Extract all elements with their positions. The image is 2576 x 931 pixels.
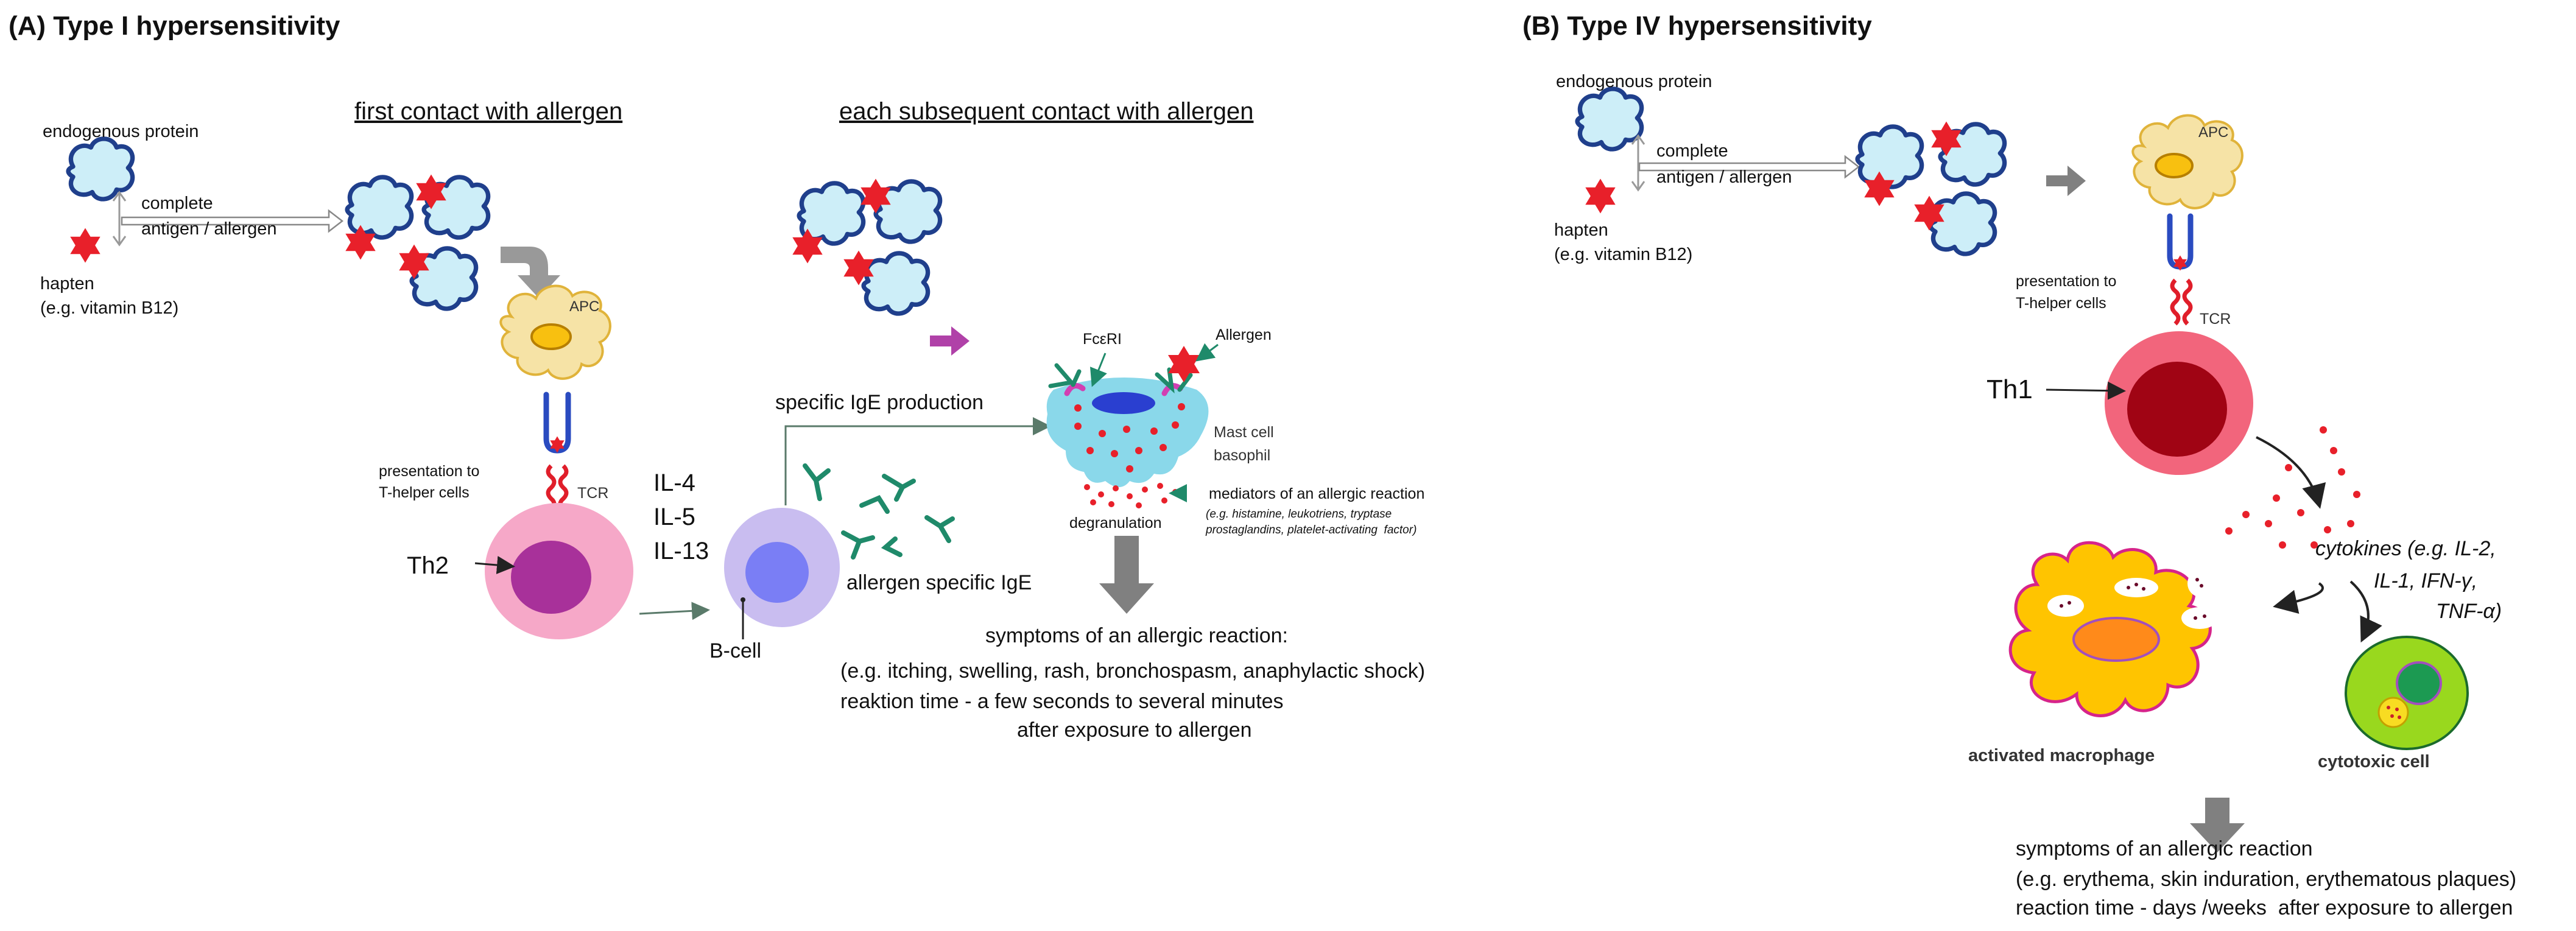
th1-label: Th1 <box>1987 374 2033 404</box>
mast-cell-icon <box>1046 346 1209 508</box>
complete-antigen-b-icon <box>1857 121 2004 254</box>
antigen-allergen-label: antigen / allergen <box>141 219 277 239</box>
ige-production-arrow <box>784 417 1051 505</box>
apc-label: APC <box>569 298 600 315</box>
antigen-allergen-b-label: antigen / allergen <box>1656 167 1792 187</box>
heading-subsequent-contact: each subsequent contact with allergen <box>839 98 1254 125</box>
complete-b-label: complete <box>1656 141 1728 161</box>
cytokines-label-2: IL-1, IFN-γ, <box>2374 569 2478 592</box>
purple-arrow-icon <box>930 326 970 356</box>
grey-curved-arrow-icon <box>501 247 560 298</box>
th1-pointer-line <box>2046 381 2126 400</box>
allergen-label: Allergen <box>1216 326 1272 343</box>
cytotoxic-cell-icon <box>2345 636 2469 750</box>
tcr-label: TCR <box>577 485 609 502</box>
specific-ige-production-label: specific IgE production <box>775 391 984 414</box>
mediators-label: mediators of an allergic reaction <box>1209 485 1425 502</box>
th2-label: Th2 <box>407 552 449 579</box>
panel-b-title: (B) Type IV hypersensitivity <box>1522 11 1872 41</box>
grey-down-arrow-a-icon <box>1099 536 1154 614</box>
symptoms-a-title: symptoms of an allergic reaction: <box>985 624 1288 647</box>
tcr-icon <box>546 464 569 511</box>
endogenous-protein-label: endogenous protein <box>43 122 199 141</box>
th1-to-cytokines-arrow <box>2256 436 2326 509</box>
degranulation-label: degranulation <box>1069 515 1162 532</box>
cytokines-to-cytotoxic-arrow <box>2349 580 2382 643</box>
reaction-time-a: reaktion time - a few seconds to several… <box>840 690 1284 713</box>
reaction-time-b: reaction time - days /weeks after exposu… <box>2016 896 2513 919</box>
apc-cell-b-icon <box>2131 114 2243 209</box>
endogenous-protein-b-label: endogenous protein <box>1556 72 1712 91</box>
symptoms-b-examples: (e.g. erythema, skin induration, erythem… <box>2016 868 2517 891</box>
hapten-b-label: hapten <box>1554 220 1608 240</box>
ige-antibodies-icon <box>803 463 955 560</box>
th1-cell-icon <box>2105 331 2253 475</box>
hapten-example-b-label: (e.g. vitamin B12) <box>1554 245 1693 264</box>
presentation-b-label-2: T-helper cells <box>2016 295 2106 312</box>
grey-down-arrow-b-icon <box>2190 798 2245 852</box>
allergen-specific-ige-label: allergen specific IgE <box>846 571 1032 594</box>
presentation-b-label-1: presentation to <box>2016 273 2117 290</box>
th2-to-bcell-arrow <box>639 602 710 620</box>
subsequent-antigen-icon <box>792 178 940 314</box>
th2-pointer-line <box>474 556 515 574</box>
mediators-example-2: prostaglandins, platelet-activating fact… <box>1206 524 1417 536</box>
th2-cell-icon <box>485 503 633 639</box>
hollow-arrow-b-icon <box>1638 155 1860 179</box>
fceri-pointer <box>1089 353 1107 387</box>
apc-receptor-icon <box>543 392 571 454</box>
heading-first-contact: first contact with allergen <box>354 98 623 125</box>
presentation-label-2: T-helper cells <box>379 484 470 501</box>
tcr-b-label: TCR <box>2200 311 2231 328</box>
macrophage-icon <box>2008 541 2220 717</box>
hapten-label: hapten <box>40 274 94 293</box>
hollow-arrow-icon <box>121 209 344 233</box>
endogenous-protein-icon <box>68 139 132 199</box>
cytokine-particles-icon <box>2225 426 2360 549</box>
symptoms-b-title: symptoms of an allergic reaction <box>2016 837 2313 860</box>
presentation-label-1: presentation to <box>379 463 480 480</box>
vertical-double-arrow-icon <box>112 191 127 247</box>
tcr-b-icon <box>2170 278 2193 326</box>
mast-cell-label: Mast cell <box>1214 424 1274 441</box>
il13-label: IL-13 <box>653 538 709 564</box>
il4-label: IL-4 <box>653 469 695 496</box>
activated-macrophage-label: activated macrophage <box>1968 746 2155 765</box>
after-exposure-a: after exposure to allergen <box>1017 718 1252 742</box>
endogenous-protein-b-icon <box>1577 89 1641 149</box>
il5-label: IL-5 <box>653 504 695 530</box>
cytotoxic-cell-label: cytotoxic cell <box>2318 752 2430 771</box>
panel-b-graphics <box>1577 89 2469 852</box>
complete-label: complete <box>141 194 213 213</box>
hapten-icon <box>70 228 100 263</box>
apc-cell-icon <box>499 284 611 380</box>
panel-a-graphics <box>68 139 1219 639</box>
fceri-label: FcεRI <box>1083 331 1122 348</box>
basophil-label: basophil <box>1214 447 1271 464</box>
cytokines-to-macrophage-arrow <box>2273 582 2324 614</box>
panel-a-title: (A) Type I hypersensitivity <box>9 11 340 41</box>
vertical-double-arrow-b-icon <box>1631 134 1645 192</box>
bcell-pointer-dot <box>741 597 745 602</box>
grey-arrow-b-icon <box>2046 166 2086 196</box>
bcell-icon <box>724 508 840 627</box>
symptoms-a-examples: (e.g. itching, swelling, rash, bronchosp… <box>840 659 1426 683</box>
allergen-pointer <box>1195 343 1219 362</box>
complete-antigen-icon <box>345 174 488 309</box>
apc-b-label: APC <box>2198 124 2229 141</box>
hapten-example-label: (e.g. vitamin B12) <box>40 298 179 318</box>
bcell-label: B-cell <box>709 639 762 662</box>
cytokines-label-3: TNF-α) <box>2436 600 2502 623</box>
cytokines-label-1: cytokines (e.g. IL-2, <box>2315 537 2496 560</box>
hapten-b-icon <box>1585 178 1616 214</box>
mediators-example-1: (e.g. histamine, leukotriens, tryptase <box>1206 508 1392 521</box>
